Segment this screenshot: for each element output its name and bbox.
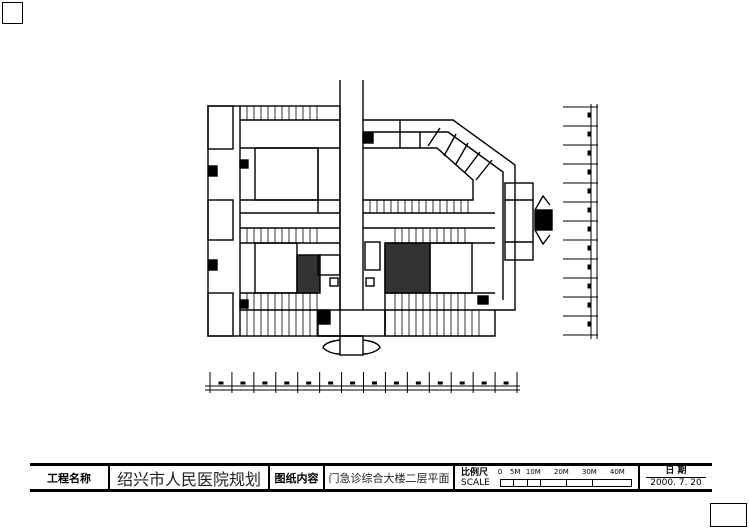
frame-corner-marker-bottom-right (710, 503, 747, 527)
dimension-mark (587, 150, 592, 156)
dimension-mark (393, 381, 399, 385)
date-cell: 日 期 2000. 7. 20 (640, 466, 712, 489)
dimension-mark (459, 381, 465, 385)
dimension-mark (587, 188, 592, 194)
scale-tick: 20M (553, 467, 569, 476)
dimension-mark (240, 381, 246, 385)
project-name: 绍兴市人民医院规划 (110, 466, 270, 489)
hatched-atrium-left (296, 254, 321, 294)
dimension-line-right (563, 104, 598, 339)
scale-cell: 比例尺 SCALE 0 5M 10M 20M 30M 40M (455, 466, 640, 489)
content-label: 图纸内容 (270, 466, 325, 489)
scale-tick: 5M (509, 467, 521, 476)
dimension-mark (437, 381, 443, 385)
hatched-atrium-right (384, 242, 431, 294)
east-entrance-hall (504, 182, 534, 261)
room-left-mid (207, 199, 234, 241)
right-wing-outline (363, 119, 516, 337)
courtyard-left-lower (254, 242, 298, 294)
dimension-mark (481, 381, 487, 385)
east-stair (534, 209, 553, 231)
dimension-mark (587, 207, 592, 213)
dimension-mark (587, 283, 592, 289)
date-value: 2000. 7. 20 (650, 478, 702, 488)
scale-label-en: SCALE (461, 477, 490, 488)
dimension-mark (587, 131, 592, 137)
dimension-mark (587, 245, 592, 251)
content-value: 门急诊综合大楼二层平面 (325, 466, 455, 489)
dimension-mark (284, 381, 290, 385)
scale-tick: 30M (581, 467, 597, 476)
dimension-mark (415, 381, 421, 385)
title-block: 工程名称 绍兴市人民医院规划 图纸内容 门急诊综合大楼二层平面 比例尺 SCAL… (30, 463, 712, 492)
dimension-mark (587, 112, 592, 118)
dimension-mark (372, 381, 377, 385)
frame-corner-marker-top-left (2, 2, 23, 24)
courtyard-right-upper (363, 147, 474, 201)
south-entrance (339, 335, 364, 356)
dimension-mark (328, 381, 334, 385)
room-left-top (207, 105, 234, 150)
scale-label-cn: 比例尺 (461, 467, 489, 478)
date-label: 日 期 (646, 466, 706, 478)
dimension-line-bottom (205, 372, 520, 393)
dimension-mark (350, 381, 356, 385)
courtyard-right-lower (429, 242, 473, 294)
courtyard-left-upper (254, 147, 319, 201)
dimension-mark (587, 264, 592, 270)
scale-tick: 40M (609, 467, 625, 476)
dimension-mark (587, 169, 592, 175)
left-wing-outline (207, 105, 341, 337)
dimension-mark (587, 226, 592, 232)
dimension-mark (587, 302, 592, 308)
dimension-mark (218, 381, 224, 385)
scale-bar: 0 5M 10M 20M 30M 40M (496, 467, 636, 489)
scale-tick: 10M (525, 467, 541, 476)
dimension-mark (587, 321, 592, 327)
scale-tick: 0 (497, 467, 503, 476)
dimension-mark (262, 381, 268, 385)
room-left-bottom (207, 292, 234, 337)
dimension-mark (306, 381, 312, 385)
door-arc-right (362, 339, 381, 355)
project-label: 工程名称 (30, 466, 110, 489)
dimension-mark (503, 381, 509, 385)
door-arc-left (322, 339, 341, 355)
